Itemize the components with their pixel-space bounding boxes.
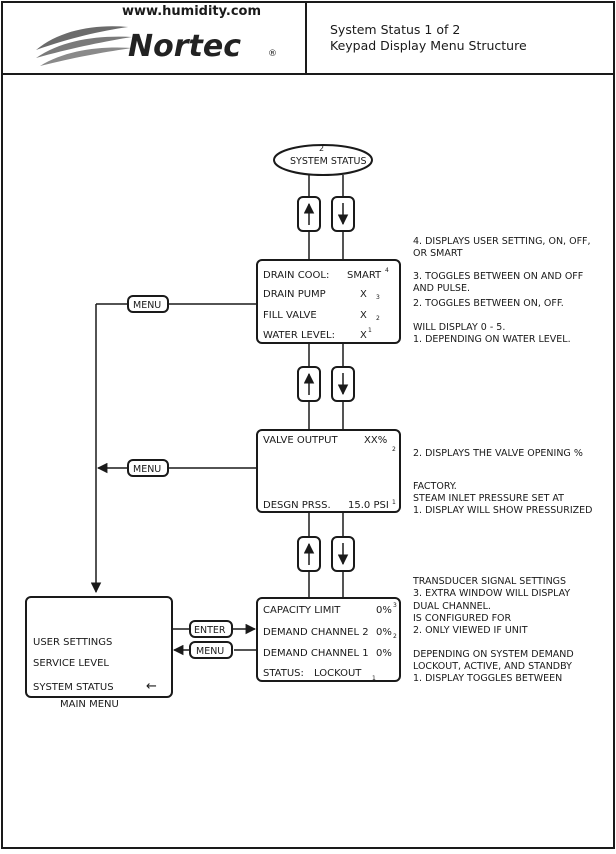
note-line: 4. DISPLAYS USER SETTING, ON, OFF, <box>413 236 591 247</box>
screen-row-note-ref: 4 <box>385 267 389 274</box>
system-status-node-label: SYSTEM STATUS <box>290 156 367 167</box>
screen-row-label: VALVE OUTPUT <box>263 435 339 446</box>
menu-button-label: MENU <box>196 646 224 657</box>
menu-button-label: MENU <box>133 464 161 475</box>
screen-row-value: SMART <box>347 270 382 281</box>
screen-row-label: STATUS: <box>263 668 304 679</box>
scroll-up-button[interactable] <box>297 536 321 572</box>
screen-row-note-ref: 3 <box>376 294 380 301</box>
menu-button[interactable]: MENU <box>127 459 169 477</box>
note-line: 3. EXTRA WINDOW WILL DISPLAY <box>413 588 570 599</box>
registered-mark: ® <box>268 49 277 59</box>
website-link[interactable]: www.humidity.com <box>122 4 261 19</box>
main-menu-caption: MAIN MENU <box>60 699 119 710</box>
screen-row-value: 0% <box>376 605 392 616</box>
screen-row-label: DRAIN COOL: <box>263 270 329 281</box>
nortec-logo: Nortec ® www.humidity.com <box>36 4 277 66</box>
screen-row-value: XX% <box>364 435 387 446</box>
body-frame <box>1 73 615 849</box>
screen-3-rows: CAPACITY LIMIT 0% 3 DEMAND CHANNEL 2 0% … <box>263 602 397 682</box>
menu-button-label: MENU <box>133 300 161 311</box>
screen-row-label: WATER LEVEL: <box>263 330 335 341</box>
cursor-arrow-icon: ← <box>146 679 157 694</box>
scroll-down-button[interactable] <box>331 196 355 232</box>
screen-row-label: FILL VALVE <box>263 310 317 321</box>
menu-button[interactable]: MENU <box>127 295 169 313</box>
note-line: IS CONFIGURED FOR <box>413 613 512 624</box>
notes-screen-2: 2. DISPLAYS THE VALVE OPENING % FACTORY.… <box>413 448 593 516</box>
swoosh-icon <box>36 26 132 66</box>
note-line: 1. DEPENDING ON WATER LEVEL. <box>413 334 571 345</box>
note-line: 1. DISPLAY TOGGLES BETWEEN <box>413 673 562 684</box>
note-line: FACTORY. <box>413 481 457 492</box>
menu-return-lines <box>90 303 257 656</box>
screen-row-value: 0% <box>376 648 392 659</box>
screen-row-label: DRAIN PUMP <box>263 289 326 300</box>
note-line: WILL DISPLAY 0 - 5. <box>413 322 505 333</box>
screen-row-label: DEMAND CHANNEL 2 <box>263 627 369 638</box>
main-menu-item-user-settings[interactable]: USER SETTINGS <box>33 637 112 648</box>
screen-row-note-ref: 1 <box>392 499 396 506</box>
screen-row-value: 15.0 PSI <box>348 500 389 511</box>
main-menu-item-system-status[interactable]: SYSTEM STATUS <box>33 682 114 693</box>
screen-2-rows: VALVE OUTPUT XX% 2 DESGN PRSS. 15.0 PSI … <box>263 435 396 511</box>
note-line: DEPENDING ON SYSTEM DEMAND <box>413 649 574 660</box>
notes-screen-1: 4. DISPLAYS USER SETTING, ON, OFF, OR SM… <box>413 236 591 345</box>
screen-row-value: 0% <box>376 627 392 638</box>
screen-row-note-ref: 3 <box>393 602 397 609</box>
screen-row-note-ref: 1 <box>372 675 376 682</box>
note-line: DUAL CHANNEL. <box>413 601 491 612</box>
scroll-down-button[interactable] <box>331 536 355 572</box>
main-menu-items: USER SETTINGS SERVICE LEVEL SYSTEM STATU… <box>33 637 157 694</box>
screen-row-value: LOCKOUT <box>314 668 362 679</box>
note-line: LOCKOUT, ACTIVE, AND STANDBY <box>413 661 572 672</box>
header-title-line-1: System Status 1 of 2 <box>330 22 460 37</box>
brand-wordmark: Nortec <box>128 29 241 64</box>
menu-button[interactable]: MENU <box>189 641 233 659</box>
enter-button-label: ENTER <box>194 625 226 636</box>
screen-row-note-ref: 2 <box>393 633 397 640</box>
note-line: 2. ONLY VIEWED IF UNIT <box>413 625 528 636</box>
screen-row-note-ref: 1 <box>368 327 372 334</box>
system-status-2-node <box>273 144 373 176</box>
display-screen-status <box>256 597 401 682</box>
screen-row-label: DEMAND CHANNEL 1 <box>263 648 369 659</box>
note-line: 3. TOGGLES BETWEEN ON AND OFF <box>413 271 583 282</box>
screen-row-value: X <box>360 310 367 321</box>
screen-1-rows: DRAIN COOL: SMART 4 DRAIN PUMP X 3 FILL … <box>263 267 389 341</box>
note-line: STEAM INLET PRESSURE SET AT <box>413 493 564 504</box>
main-menu-item-service-level[interactable]: SERVICE LEVEL <box>33 658 109 669</box>
note-line: 2. DISPLAYS THE VALVE OPENING % <box>413 448 583 459</box>
scroll-down-button[interactable] <box>331 366 355 402</box>
main-menu-screen <box>25 596 173 698</box>
header-title: System Status 1 of 2 Keypad Display Menu… <box>330 22 527 53</box>
screen-row-label: CAPACITY LIMIT <box>263 605 341 616</box>
note-line: AND PULSE. <box>413 283 470 294</box>
scroll-up-button[interactable] <box>297 196 321 232</box>
system-status-node-number: 2 <box>319 144 324 153</box>
note-line: 2. TOGGLES BETWEEN ON, OFF. <box>413 298 564 309</box>
note-line: 1. DISPLAY WILL SHOW PRESSURIZED <box>413 505 593 516</box>
screen-row-value: X <box>360 330 367 341</box>
screen-row-value: X <box>360 289 367 300</box>
enter-button[interactable]: ENTER <box>189 620 233 638</box>
note-line: TRANSDUCER SIGNAL SETTINGS <box>412 576 566 587</box>
screen-row-note-ref: 2 <box>376 315 380 322</box>
scroll-up-button[interactable] <box>297 366 321 402</box>
note-line: OR SMART <box>413 248 463 259</box>
notes-screen-3: TRANSDUCER SIGNAL SETTINGS 3. EXTRA WIND… <box>412 576 574 684</box>
header-title-line-2: Keypad Display Menu Structure <box>330 38 527 53</box>
display-screen-pressure <box>256 429 401 513</box>
screen-row-label: DESGN PRSS. <box>263 500 331 511</box>
screen-row-note-ref: 2 <box>392 446 396 453</box>
display-screen-water <box>256 259 401 344</box>
